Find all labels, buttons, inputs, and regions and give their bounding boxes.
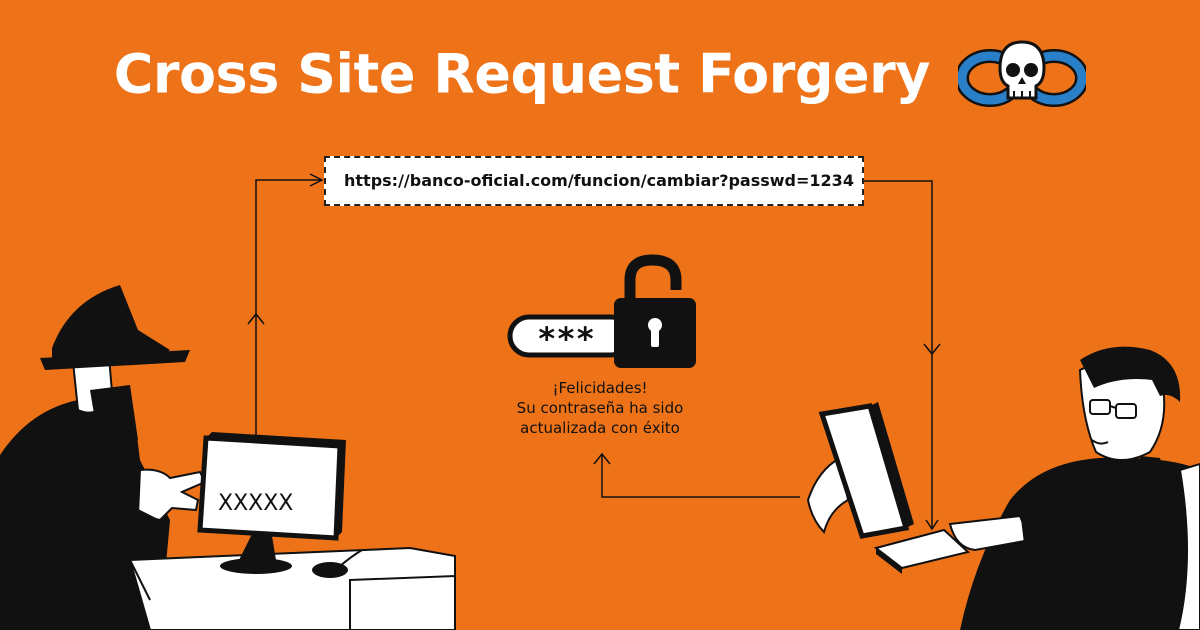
victim-to-message-arrow: [601, 454, 800, 498]
message-line-2: Su contraseña ha sido: [516, 399, 684, 417]
message-line-1: ¡Felicidades!: [552, 379, 648, 397]
attacker-to-url-arrow: [255, 179, 322, 436]
victim-figure: [948, 346, 1200, 630]
title-text: Cross Site Request Forgery: [113, 42, 931, 106]
password-mask: ***: [537, 320, 595, 358]
skull-logo-icon: [955, 40, 1090, 107]
victim-monitor: [806, 402, 971, 574]
flow-arrows: [247, 173, 941, 531]
page-title: Cross Site Request Forgery: [0, 38, 1200, 110]
monitor-text: XXXXX: [218, 491, 293, 516]
attacker-desk: [128, 546, 456, 630]
password-field-icon: ***: [507, 314, 633, 358]
attacker-monitor: XXXXX: [197, 432, 346, 574]
malicious-url-box: https://banco-oficial.com/funcion/cambia…: [324, 156, 864, 206]
message-line-3: actualizada con éxito: [520, 419, 680, 437]
url-to-victim-arrow: [864, 180, 933, 528]
open-padlock-icon: [614, 254, 696, 368]
attacker-figure: [0, 285, 207, 630]
malicious-url-text: https://banco-oficial.com/funcion/cambia…: [344, 171, 854, 190]
success-message: ¡Felicidades! Su contraseña ha sido actu…: [470, 378, 730, 438]
